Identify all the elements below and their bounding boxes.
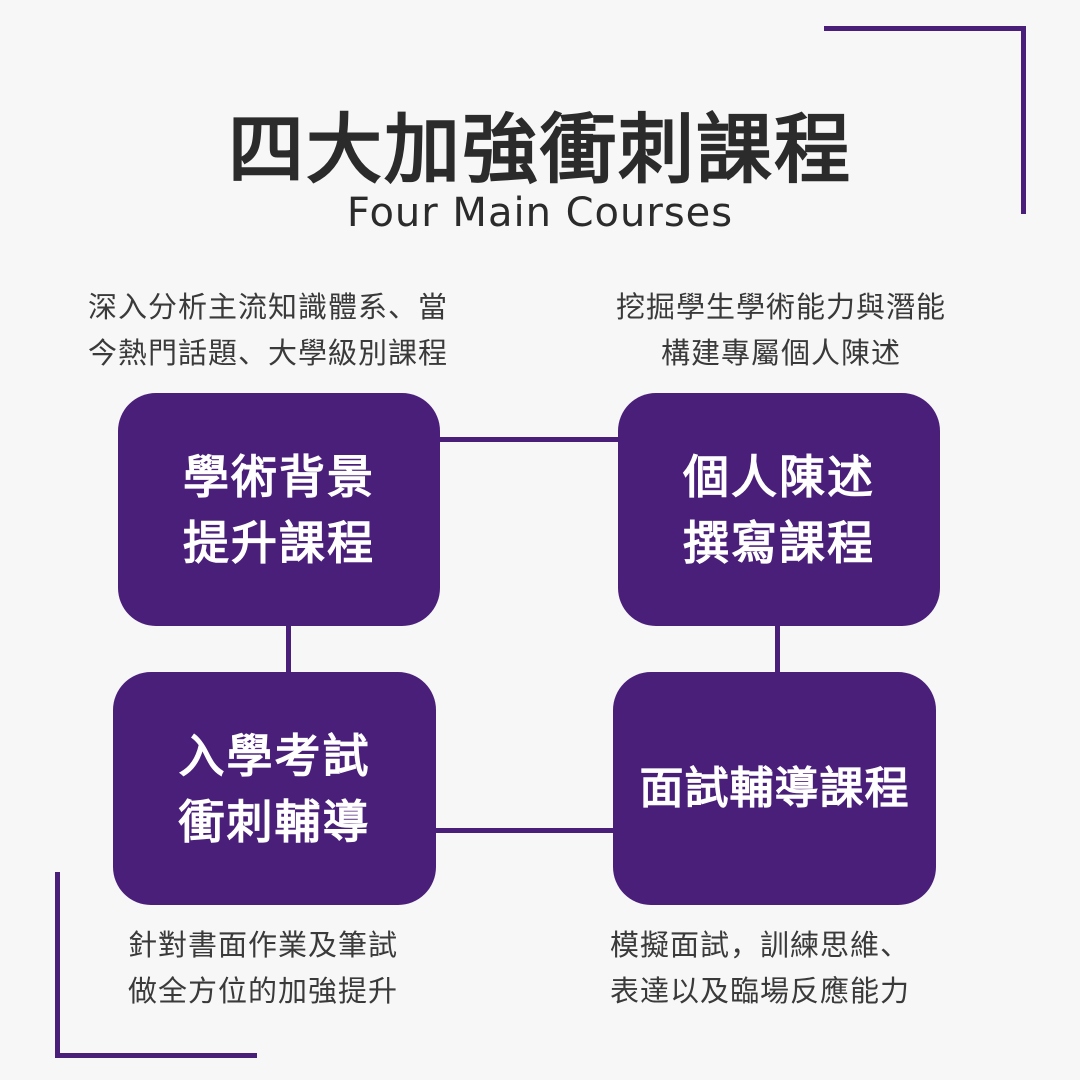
description-line: 挖掘學生學術能力與潛能 xyxy=(615,290,946,324)
academic-course-box: 學術背景 提升課程 xyxy=(118,393,440,626)
course-label-line: 撰寫課程 xyxy=(683,515,875,570)
course-label-line: 衝刺輔導 xyxy=(178,794,371,849)
connector-line-top xyxy=(440,437,620,442)
page-title: 四大加強衝刺課程 xyxy=(228,105,852,194)
personal-statement-course-description: 挖掘學生學術能力與潛能 構建專屬個人陳述 xyxy=(596,284,966,376)
corner-bracket-bottom-left xyxy=(55,1053,257,1058)
description-line: 今熱門話題、大學級別課程 xyxy=(88,336,449,370)
connector-line-bottom xyxy=(436,828,616,833)
course-label-line: 面試輔導課程 xyxy=(639,762,910,814)
corner-bracket-top-right xyxy=(824,26,1026,31)
academic-course-label: 學術背景 提升課程 xyxy=(183,444,375,576)
description-line: 針對書面作業及筆試 xyxy=(128,928,399,962)
description-line: 做全方位的加強提升 xyxy=(128,974,399,1008)
interview-course-description: 模擬面試，訓練思維、 表達以及臨場反應能力 xyxy=(610,922,950,1014)
course-label-line: 入學考試 xyxy=(178,728,371,783)
description-line: 模擬面試，訓練思維、 xyxy=(610,928,911,962)
personal-statement-course-label: 個人陳述 撰寫課程 xyxy=(683,444,875,576)
corner-bracket-bottom-left-vertical xyxy=(55,872,60,1058)
description-line: 構建專屬個人陳述 xyxy=(660,336,901,370)
personal-statement-course-box: 個人陳述 撰寫課程 xyxy=(618,393,940,626)
connector-line-right xyxy=(775,624,780,674)
description-line: 深入分析主流知識體系、當 xyxy=(88,290,449,324)
description-line: 表達以及臨場反應能力 xyxy=(610,974,911,1008)
entrance-exam-course-box: 入學考試 衝刺輔導 xyxy=(113,672,436,905)
interview-course-label: 面試輔導課程 xyxy=(640,756,910,822)
course-label-line: 提升課程 xyxy=(183,515,375,570)
course-label-line: 學術背景 xyxy=(183,449,375,504)
academic-course-description: 深入分析主流知識體系、當 今熱門話題、大學級別課程 xyxy=(88,284,488,376)
course-label-line: 個人陳述 xyxy=(683,449,875,504)
entrance-exam-course-description: 針對書面作業及筆試 做全方位的加強提升 xyxy=(128,922,448,1014)
connector-line-left xyxy=(286,624,291,674)
interview-course-box: 面試輔導課程 xyxy=(613,672,936,905)
corner-bracket-top-right-vertical xyxy=(1021,26,1026,214)
page-subtitle: Four Main Courses xyxy=(346,190,734,236)
entrance-exam-course-label: 入學考試 衝刺輔導 xyxy=(179,723,371,855)
